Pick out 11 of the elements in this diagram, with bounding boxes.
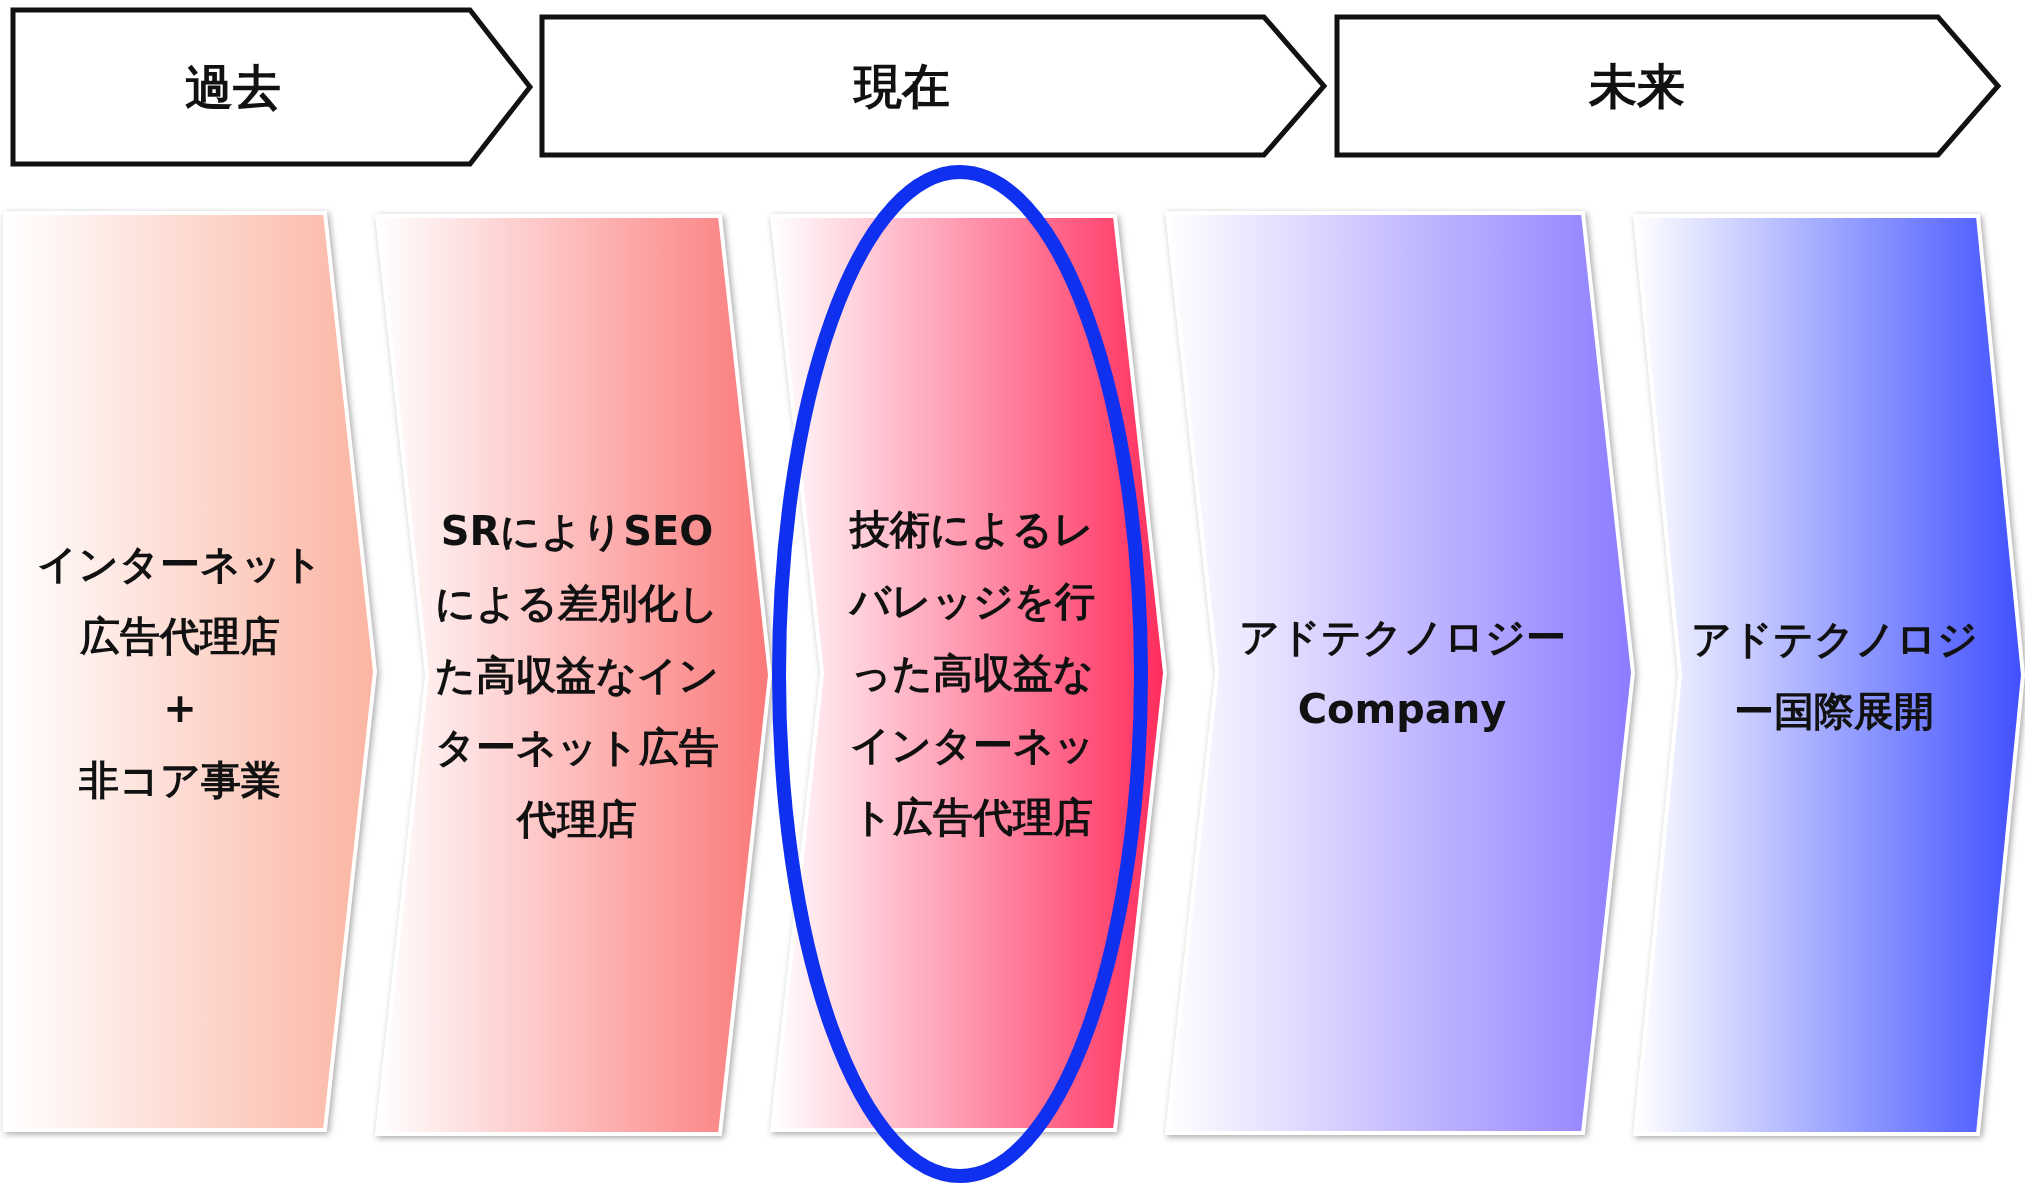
- stage-label: SRによりSEOによる差別化した高収益なインターネット広告代理店: [434, 507, 720, 844]
- stage-label: 技術によるレバレッジを行った高収益なインターネット広告代理店: [847, 505, 1096, 842]
- stage-label: +: [163, 683, 197, 733]
- stage-label: アドテクノロジー国際展開: [1689, 615, 1979, 736]
- stage-label: 非コア事業: [79, 755, 281, 805]
- phase-label: 現在: [854, 58, 950, 114]
- phase-label: 過去: [185, 59, 281, 115]
- stage-label: インターネット広告代理店: [36, 539, 324, 661]
- chevron-banner: [13, 10, 530, 164]
- stage-label: アドテクノロジー Company: [1237, 613, 1567, 734]
- phase-label: 未来: [1589, 58, 1685, 114]
